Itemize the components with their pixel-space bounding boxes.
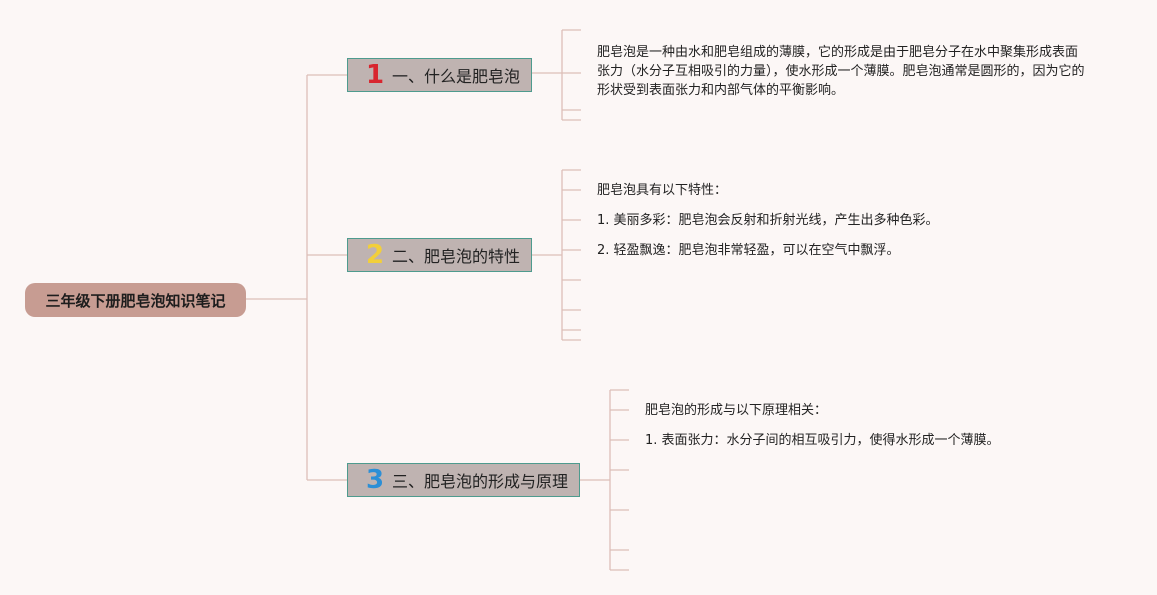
branch-1-number-icon: 1 bbox=[365, 60, 385, 90]
branch-1-note-text: 肥皂泡是一种由水和肥皂组成的薄膜，它的形成是由于肥皂分子在水中聚集形成表面张力（… bbox=[597, 45, 1085, 98]
branch-2-number-icon: 2 bbox=[365, 240, 385, 270]
root-title: 三年级下册肥皂泡知识笔记 bbox=[45, 291, 226, 310]
branch-3-number-icon: 3 bbox=[365, 465, 385, 495]
branch-1-title: 一、什么是肥皂泡 bbox=[392, 67, 521, 86]
branch-2-title: 二、肥皂泡的特性 bbox=[392, 247, 521, 266]
branch-3-note-intro: 肥皂泡的形成与以下原理相关： bbox=[645, 401, 827, 420]
root-topic[interactable]: 三年级下册肥皂泡知识笔记 bbox=[25, 283, 246, 317]
branch-2-note-item-text: 1. 美丽多彩：肥皂泡会反射和折射光线，产生出多种色彩。 bbox=[597, 213, 939, 228]
branch-2-note-item-2: 2. 轻盈飘逸：肥皂泡非常轻盈，可以在空气中飘浮。 bbox=[597, 241, 900, 260]
branch-3-topic[interactable]: 3 三、肥皂泡的形成与原理 bbox=[347, 463, 580, 497]
branch-3-title: 三、肥皂泡的形成与原理 bbox=[392, 472, 569, 491]
branch-3-note-item-text: 1. 表面张力：水分子间的相互吸引力，使得水形成一个薄膜。 bbox=[645, 433, 1000, 448]
branch-2-topic[interactable]: 2 二、肥皂泡的特性 bbox=[347, 238, 532, 272]
branch-2-note-item-text: 2. 轻盈飘逸：肥皂泡非常轻盈，可以在空气中飘浮。 bbox=[597, 243, 900, 258]
branch-2-note-intro: 肥皂泡具有以下特性： bbox=[597, 181, 727, 200]
branch-1-note: 肥皂泡是一种由水和肥皂组成的薄膜，它的形成是由于肥皂分子在水中聚集形成表面张力（… bbox=[597, 43, 1087, 100]
branch-3-note-item-1: 1. 表面张力：水分子间的相互吸引力，使得水形成一个薄膜。 bbox=[645, 431, 1000, 450]
branch-2-note-item-1: 1. 美丽多彩：肥皂泡会反射和折射光线，产生出多种色彩。 bbox=[597, 211, 939, 230]
branch-2-note-text: 肥皂泡具有以下特性： bbox=[597, 183, 728, 198]
branch-1-topic[interactable]: 1 一、什么是肥皂泡 bbox=[347, 58, 532, 92]
branch-3-note-text: 肥皂泡的形成与以下原理相关： bbox=[645, 403, 828, 418]
